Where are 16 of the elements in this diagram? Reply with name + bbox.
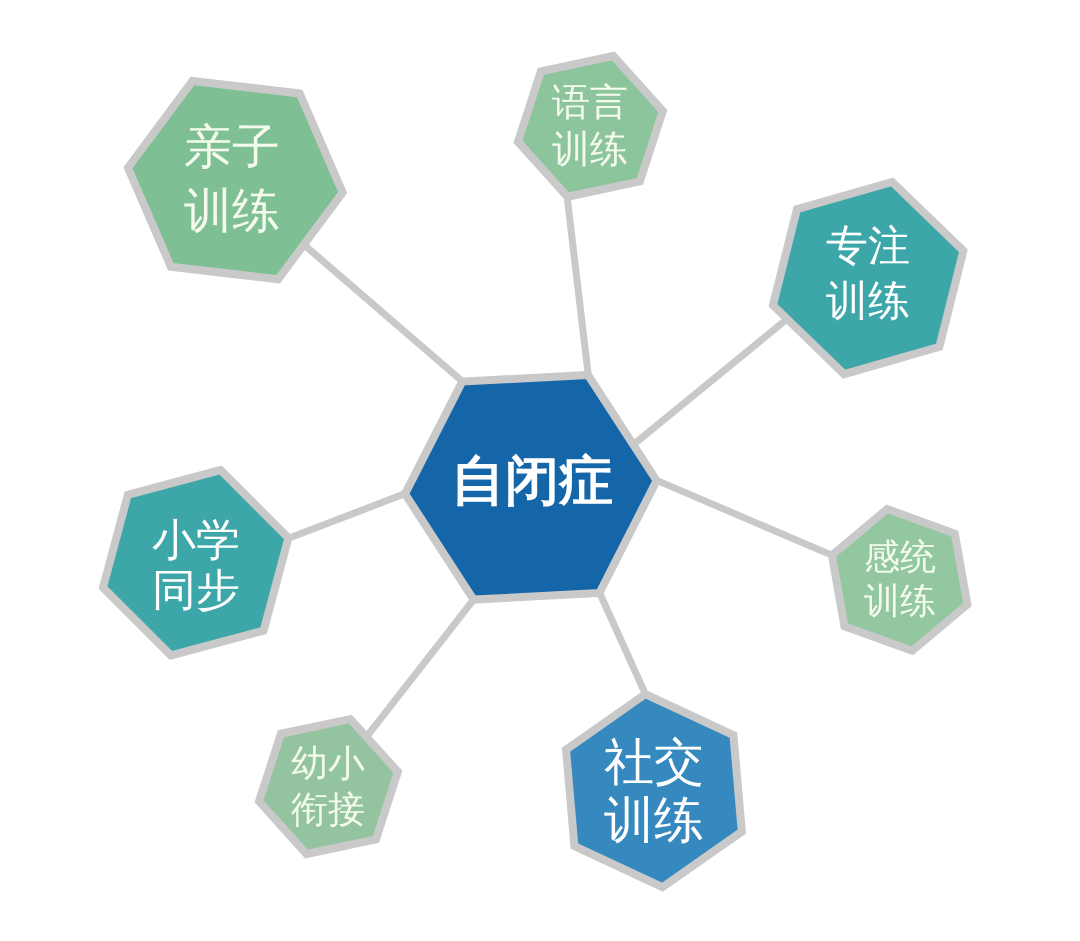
hexagon-node bbox=[561, 689, 747, 893]
node-label: 幼小衔接 bbox=[290, 741, 366, 833]
node-label: 语言训练 bbox=[551, 79, 629, 173]
node-label: 亲子训练 bbox=[183, 117, 281, 240]
node-label: 自闭症 bbox=[451, 451, 613, 511]
node-label: 小学同步 bbox=[151, 515, 241, 615]
hexagon-node bbox=[98, 465, 294, 661]
node-label: 感统训练 bbox=[863, 535, 937, 623]
node-label: 专注训练 bbox=[825, 220, 911, 327]
hexagon-node bbox=[767, 176, 969, 380]
hexagon-node bbox=[400, 369, 662, 605]
node-label: 社交训练 bbox=[603, 733, 705, 849]
hexagon-node bbox=[253, 714, 403, 860]
hexagon-node bbox=[122, 75, 348, 285]
hexagon-node bbox=[827, 504, 973, 656]
hexagon-node bbox=[512, 50, 668, 202]
